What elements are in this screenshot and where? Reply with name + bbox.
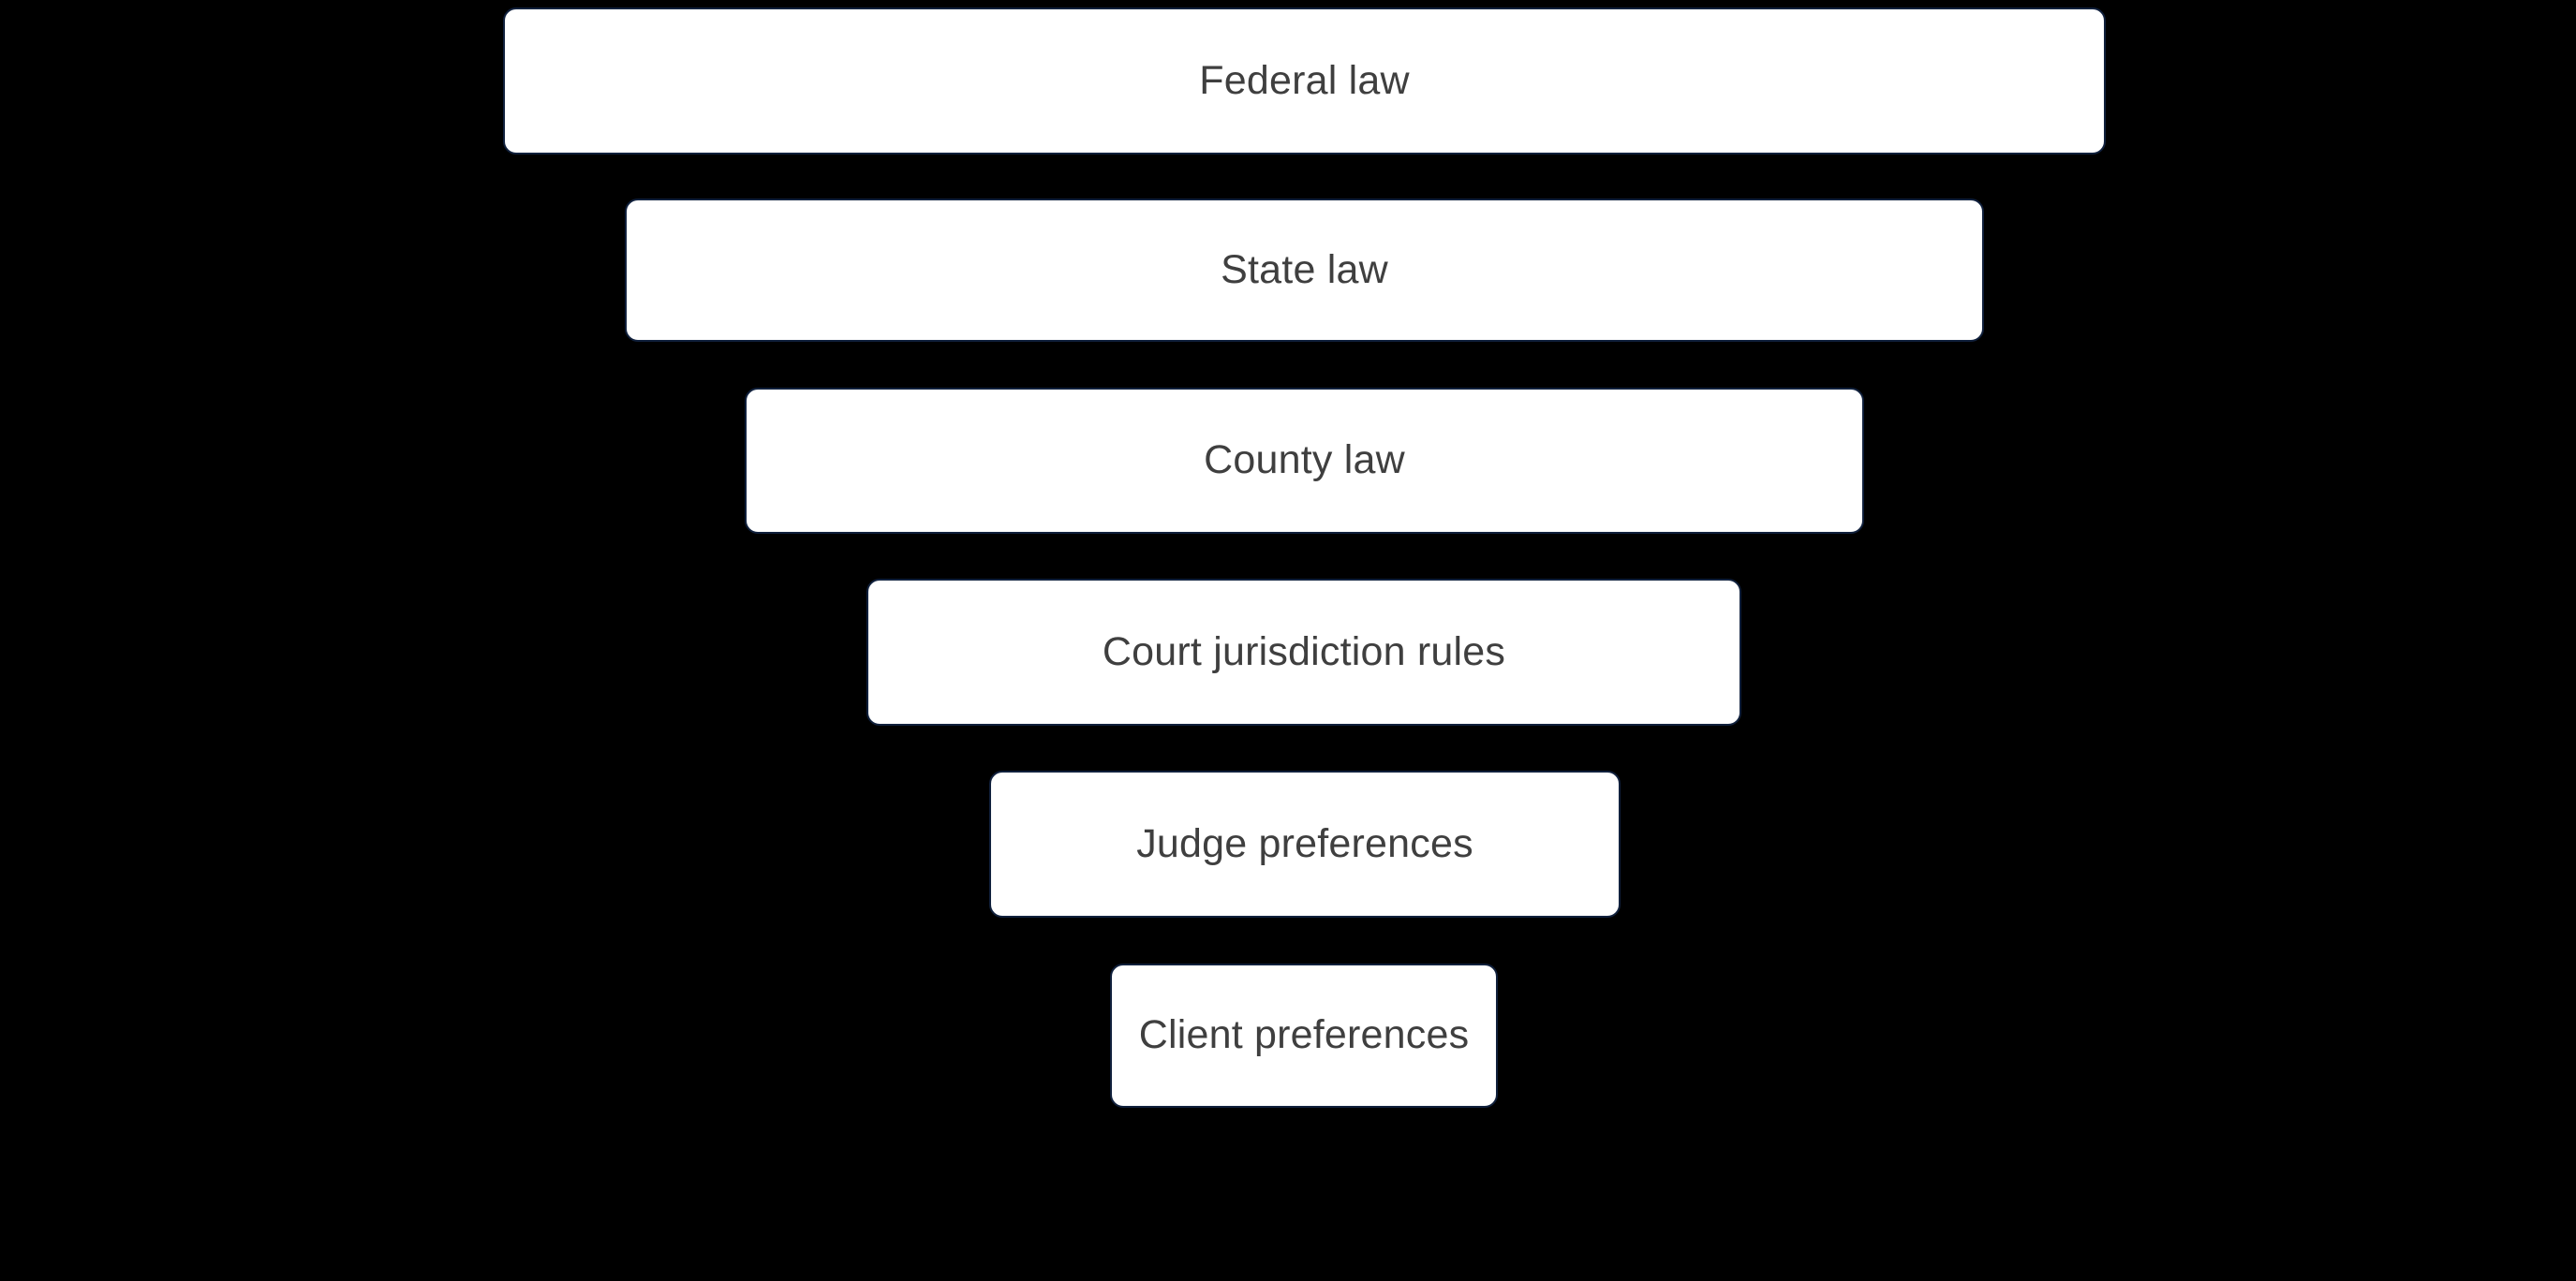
funnel-stage-5[interactable]: Judge preferences xyxy=(989,771,1621,918)
funnel-stage-label: County law xyxy=(1204,437,1405,483)
funnel-stage-label: Client preferences xyxy=(1138,1012,1470,1058)
funnel-stage-6[interactable]: Client preferences xyxy=(1110,964,1498,1108)
funnel-stage-1[interactable]: Federal law xyxy=(503,7,2106,155)
funnel-stage-label: Court jurisdiction rules xyxy=(1102,628,1506,674)
funnel-stage-label: Federal law xyxy=(1199,57,1410,103)
funnel-stage-label: Judge preferences xyxy=(1136,820,1473,866)
funnel-stage-3[interactable]: County law xyxy=(745,388,1864,534)
funnel-stage-2[interactable]: State law xyxy=(625,199,1984,342)
funnel-stage-label: State law xyxy=(1221,246,1388,292)
funnel-stage-4[interactable]: Court jurisdiction rules xyxy=(866,579,1741,726)
